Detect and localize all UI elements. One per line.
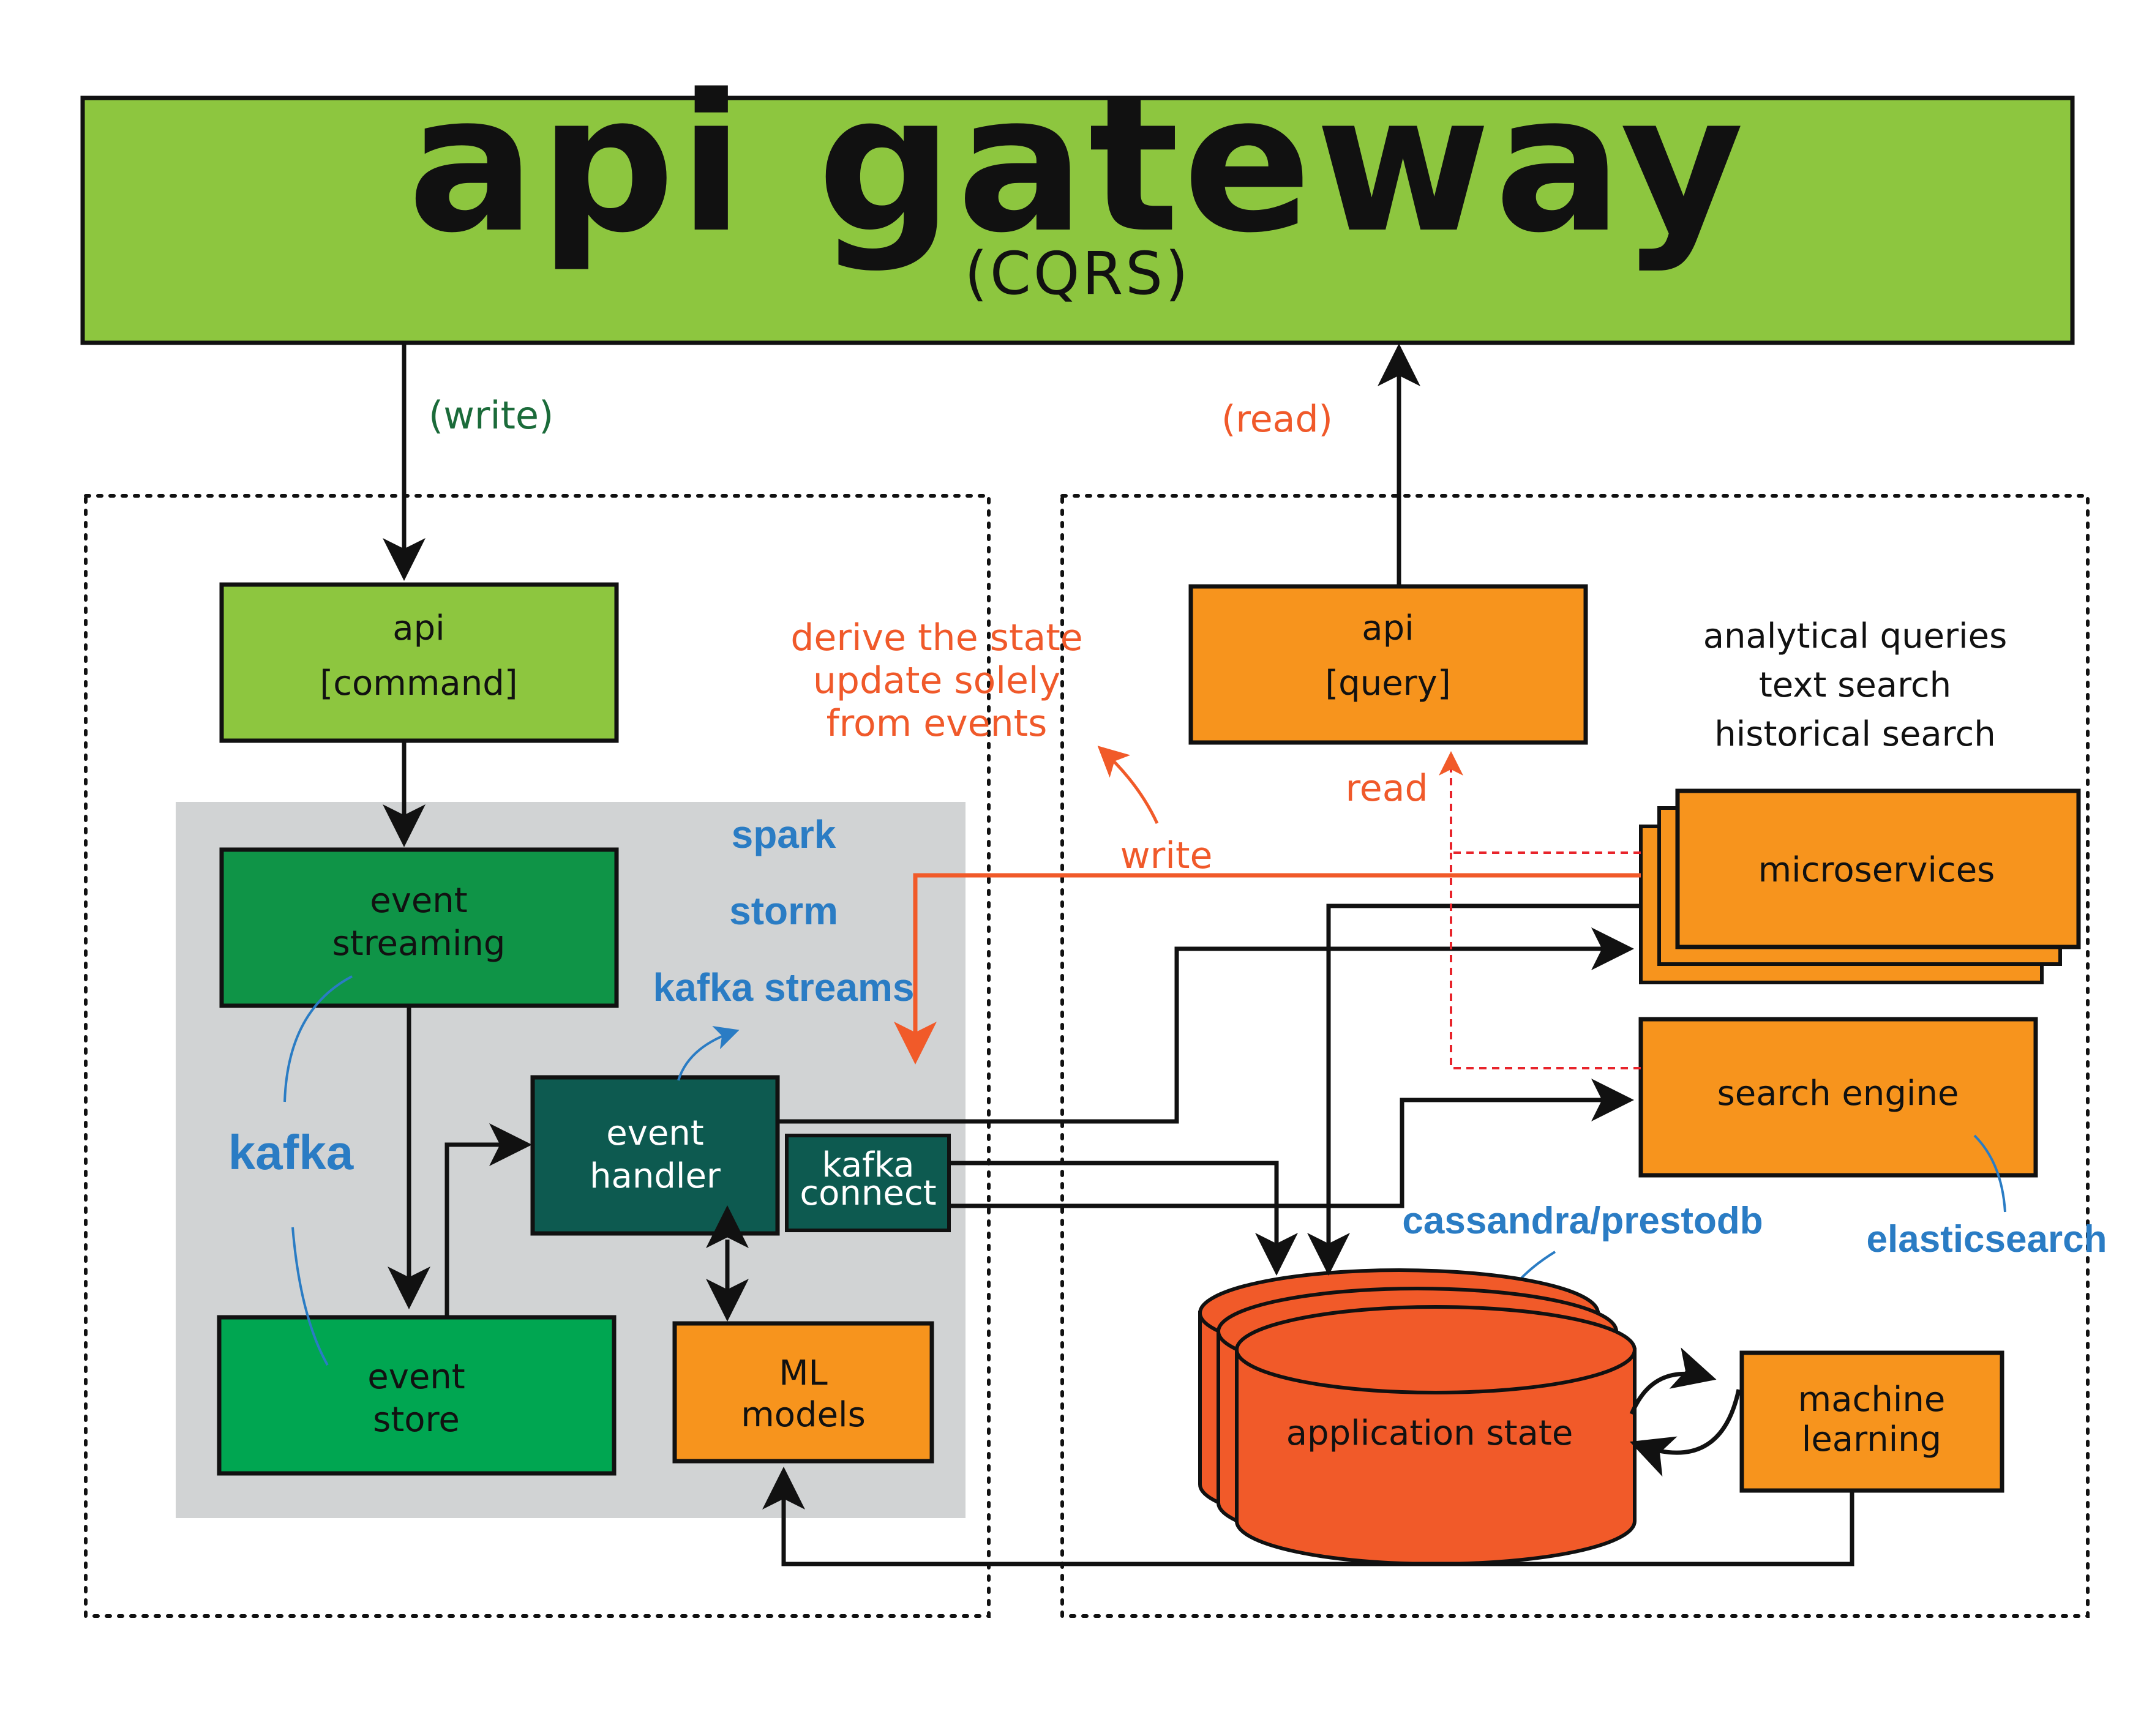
application-state-db: application state — [1198, 1268, 1637, 1566]
event-streaming-box: event streaming — [219, 847, 619, 1008]
tech-spark: spark — [732, 812, 836, 856]
edge-microservices-to-appstate — [1307, 904, 1641, 1276]
cycle-arrow-top — [1629, 1347, 1717, 1415]
queries-line-3: historical search — [1714, 714, 1996, 754]
tech-cassandra: cassandra/prestodb — [1402, 1200, 1763, 1242]
api-command-box: api [command] — [219, 582, 619, 743]
tech-storm: storm — [729, 889, 838, 933]
tech-kafka: kafka — [228, 1125, 354, 1180]
gateway-title: api gateway — [408, 54, 1748, 275]
search-engine-label: search engine — [1717, 1074, 1959, 1113]
event-streaming-label-2: streaming — [332, 924, 506, 963]
application-state-label: application state — [1286, 1413, 1573, 1453]
api-command-label-1: api — [392, 608, 444, 648]
annotation-pointer — [1097, 746, 1159, 825]
command-side-region — [84, 494, 991, 1618]
kafka-connect-label-2: connect — [800, 1173, 936, 1213]
write-small-label: write — [1120, 834, 1213, 877]
edge-microservices-read-dashed — [1439, 751, 1641, 854]
machine-learning-label-1: machine — [1798, 1380, 1946, 1420]
search-engine-box: search engine — [1638, 1017, 2038, 1178]
event-store-box: event store — [217, 1315, 617, 1476]
event-handler-label-1: event — [606, 1113, 704, 1153]
api-query-box: api [query] — [1188, 584, 1588, 745]
microservices-label: microservices — [1758, 850, 1995, 890]
event-store-label-2: store — [373, 1400, 460, 1440]
edge-handler-to-microservices — [779, 927, 1634, 1124]
event-streaming-label-1: event — [370, 881, 468, 921]
edge-connect-to-search — [950, 1079, 1634, 1208]
queries-line-1: analytical queries — [1703, 616, 2008, 656]
machine-learning-label-2: learning — [1802, 1420, 1941, 1459]
write-edge-label: (write) — [429, 393, 553, 438]
api-query-label-2: [query] — [1325, 664, 1450, 703]
cycle-arrow-bottom — [1629, 1389, 1741, 1477]
ml-models-box: ML models — [672, 1321, 934, 1464]
kafka-connect-box: kafka connect — [785, 1134, 951, 1232]
edge-microservices-write — [894, 873, 1641, 1064]
event-store-label-1: event — [367, 1357, 465, 1397]
edge-store-to-handler — [444, 1123, 532, 1316]
microservices-box: microservices — [1639, 788, 2081, 984]
elasticsearch-pointer — [1973, 1134, 2006, 1213]
query-side-region — [1060, 494, 2090, 1618]
kafka-connect-label-1: kafka — [822, 1145, 914, 1185]
tech-elasticsearch: elasticsearch — [1867, 1218, 2107, 1260]
event-handler-box: event handler — [530, 1075, 780, 1236]
edge-search-read-dashed — [1450, 853, 1641, 1069]
ml-models-label-1: ML — [779, 1353, 828, 1393]
annotation-line-1: derive the state — [790, 616, 1082, 659]
tech-kafka-streams: kafka streams — [653, 965, 915, 1009]
edge-ml-to-models — [762, 1467, 1854, 1566]
edge-connect-to-appstate — [950, 1161, 1298, 1276]
gateway-subtitle: (CQRS) — [964, 239, 1190, 308]
machine-learning-box: machine learning — [1739, 1350, 2004, 1493]
kafka-streams-pointer — [677, 1026, 740, 1081]
annotation-line-3: from events — [827, 702, 1048, 745]
read-small-label: read — [1345, 767, 1428, 810]
queries-line-2: text search — [1759, 665, 1951, 705]
annotation-line-2: update solely — [813, 659, 1060, 702]
event-handler-label-2: handler — [590, 1156, 721, 1196]
api-command-label-2: [command] — [320, 664, 517, 703]
api-gateway-box: api gateway (CQRS) — [80, 54, 2075, 345]
api-query-label-1: api — [1362, 608, 1414, 648]
ml-models-label-2: models — [741, 1395, 866, 1435]
kafka-pointer-upper — [283, 975, 353, 1102]
read-edge-label: (read) — [1221, 398, 1333, 441]
kafka-pointer-lower — [291, 1227, 329, 1366]
